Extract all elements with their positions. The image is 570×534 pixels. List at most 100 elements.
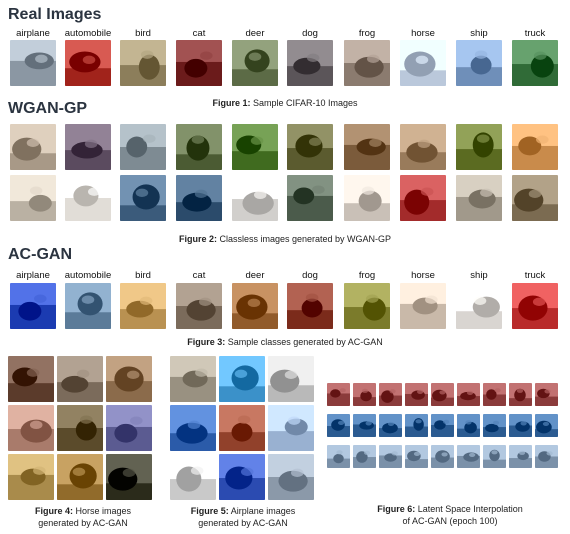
class-label-bird: bird xyxy=(135,28,151,39)
horse-image-tile xyxy=(106,405,152,451)
airplane-image-tile xyxy=(268,356,314,402)
wgan-image-tile xyxy=(456,124,502,170)
real-image-tile xyxy=(10,40,56,86)
acgan-image-tile xyxy=(287,283,333,329)
interpolation-tile xyxy=(405,445,428,468)
wgan-image-tile xyxy=(344,124,390,170)
interpolation-tile xyxy=(379,414,402,437)
airplane-image-tile xyxy=(170,356,216,402)
acgan-image-tile xyxy=(120,283,166,329)
acgan-image-tile xyxy=(344,283,390,329)
acgan-image-tile xyxy=(456,283,502,329)
interpolation-tile xyxy=(483,445,506,468)
airplane-image-tile xyxy=(219,405,265,451)
horse-image-tile xyxy=(57,454,103,500)
class-label-cat: cat xyxy=(192,28,206,39)
real-image-tile xyxy=(400,40,446,86)
real-image-tile xyxy=(65,40,111,86)
wgan-image-tile xyxy=(456,175,502,221)
wgan-image-tile xyxy=(232,175,278,221)
horse-image-tile xyxy=(8,454,54,500)
interpolation-tile xyxy=(327,383,350,406)
acgan-image-tile xyxy=(232,283,278,329)
class-label-automobile: automobile xyxy=(64,28,112,39)
airplane-image-tile xyxy=(170,405,216,451)
section-heading-wgan: WGAN-GP xyxy=(8,100,88,117)
interpolation-tile xyxy=(379,383,402,406)
real-image-tile xyxy=(456,40,502,86)
class-label-frog: frog xyxy=(358,28,376,39)
interpolation-tile xyxy=(353,445,376,468)
interpolation-tile xyxy=(405,414,428,437)
class-label-cat: cat xyxy=(192,270,206,281)
horse-image-tile xyxy=(57,356,103,402)
interpolation-tile xyxy=(483,414,506,437)
figure-3-caption: Figure 3: Sample classes generated by AC… xyxy=(187,337,383,347)
airplane-image-tile xyxy=(268,454,314,500)
class-label-dog: dog xyxy=(302,28,318,39)
interpolation-tile xyxy=(457,383,480,406)
wgan-image-tile xyxy=(400,124,446,170)
wgan-image-tile xyxy=(120,124,166,170)
real-image-tile xyxy=(287,40,333,86)
wgan-image-tile xyxy=(512,124,558,170)
airplane-image-tile xyxy=(219,454,265,500)
interpolation-tile xyxy=(483,383,506,406)
acgan-image-tile xyxy=(512,283,558,329)
interpolation-tile xyxy=(379,445,402,468)
class-label-ship: ship xyxy=(470,28,488,39)
class-label-deer: deer xyxy=(245,270,265,281)
wgan-image-tile xyxy=(10,175,56,221)
class-label-ship: ship xyxy=(470,270,488,281)
acgan-image-tile xyxy=(65,283,111,329)
interpolation-tile xyxy=(457,445,480,468)
interpolation-tile xyxy=(509,414,532,437)
wgan-image-tile xyxy=(287,124,333,170)
real-image-tile xyxy=(120,40,166,86)
interpolation-tile xyxy=(405,383,428,406)
real-image-tile xyxy=(176,40,222,86)
class-label-airplane: airplane xyxy=(16,28,50,39)
horse-image-tile xyxy=(106,454,152,500)
wgan-image-tile xyxy=(65,124,111,170)
wgan-image-tile xyxy=(400,175,446,221)
class-label-automobile: automobile xyxy=(64,270,112,281)
interpolation-tile xyxy=(509,383,532,406)
horse-image-tile xyxy=(57,405,103,451)
section-heading-real: Real Images xyxy=(8,6,102,23)
interpolation-tile xyxy=(327,414,350,437)
horse-image-tile xyxy=(8,405,54,451)
wgan-image-tile xyxy=(176,175,222,221)
wgan-image-tile xyxy=(176,124,222,170)
interpolation-tile xyxy=(457,414,480,437)
class-label-horse: horse xyxy=(411,270,435,281)
airplane-image-tile xyxy=(170,454,216,500)
wgan-image-tile xyxy=(344,175,390,221)
class-label-airplane: airplane xyxy=(16,270,50,281)
horse-image-tile xyxy=(106,356,152,402)
class-label-truck: truck xyxy=(524,28,546,39)
airplane-image-tile xyxy=(268,405,314,451)
wgan-image-tile xyxy=(232,124,278,170)
wgan-image-tile xyxy=(287,175,333,221)
class-label-truck: truck xyxy=(524,270,546,281)
interpolation-tile xyxy=(509,445,532,468)
interpolation-tile xyxy=(431,445,454,468)
real-image-tile xyxy=(512,40,558,86)
class-label-dog: dog xyxy=(302,270,318,281)
class-label-deer: deer xyxy=(245,28,265,39)
horse-image-tile xyxy=(8,356,54,402)
interpolation-tile xyxy=(431,414,454,437)
interpolation-tile xyxy=(535,445,558,468)
section-heading-acgan: AC-GAN xyxy=(8,246,72,263)
interpolation-tile xyxy=(353,383,376,406)
airplane-image-tile xyxy=(219,356,265,402)
class-label-horse: horse xyxy=(411,28,435,39)
acgan-image-tile xyxy=(10,283,56,329)
interpolation-tile xyxy=(431,383,454,406)
interpolation-tile xyxy=(353,414,376,437)
interpolation-tile xyxy=(535,383,558,406)
